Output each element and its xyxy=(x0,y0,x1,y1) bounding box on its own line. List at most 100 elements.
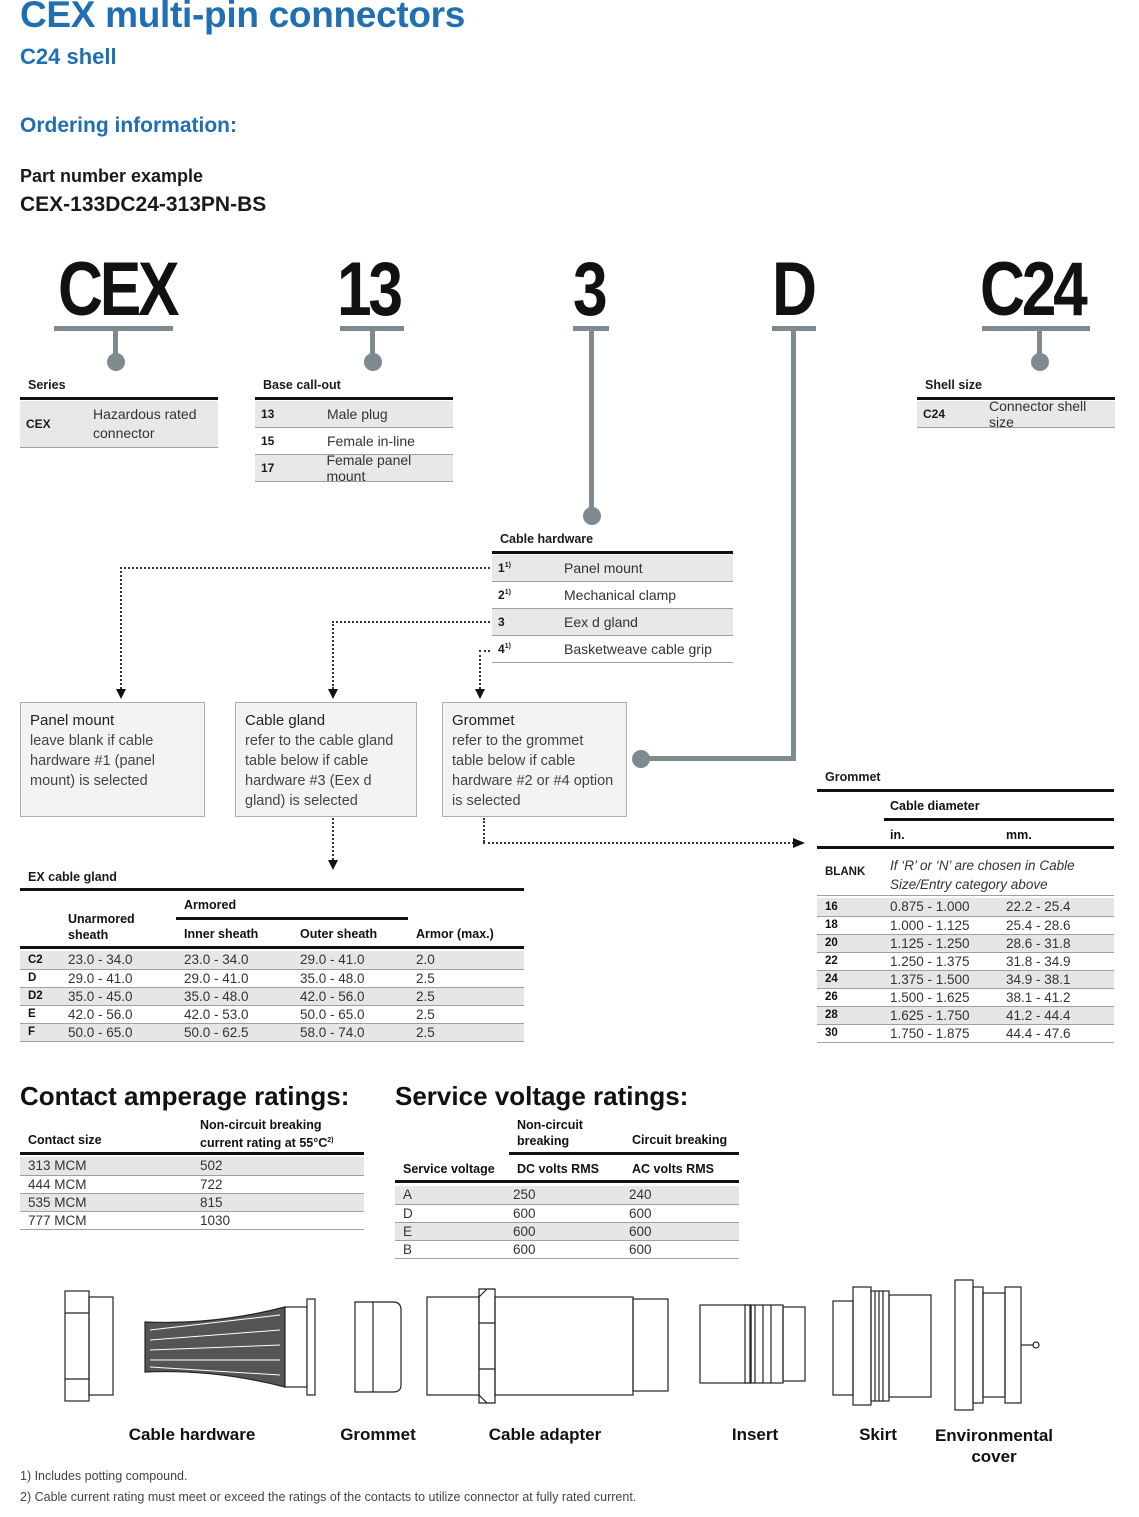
dotted-line-grommet-v xyxy=(479,650,481,689)
grommet-mm: 22.2 - 25.4 xyxy=(1002,898,1114,917)
amperage-value: 815 xyxy=(196,1193,364,1212)
amperage-rule xyxy=(20,1152,364,1155)
series-row-value: Hazardous rated connector xyxy=(93,406,197,441)
part-label-grommet: Grommet xyxy=(340,1425,416,1444)
grommet-key: 16 xyxy=(817,898,886,917)
shell-table-rule xyxy=(917,397,1115,400)
stem-dot-shell xyxy=(1031,353,1049,371)
dotted-line-grommet-table xyxy=(483,842,794,844)
amperage-heading: Contact amperage ratings: xyxy=(20,1081,350,1111)
underline-shell xyxy=(982,326,1090,331)
grommet-in: 1.250 - 1.375 xyxy=(886,952,1002,971)
gland-key: D xyxy=(20,969,64,988)
amperage-value: 722 xyxy=(196,1175,364,1194)
gland-armor: 2.0 xyxy=(412,951,524,970)
gland-header-inner: Inner sheath xyxy=(184,927,259,941)
info-box-cable-gland: Cable gland refer to the cable gland tab… xyxy=(235,702,417,817)
hardware-row-value: Panel mount xyxy=(564,560,643,576)
grommet-mm: 41.2 - 44.4 xyxy=(1002,1006,1114,1025)
stem-hardware xyxy=(589,330,594,510)
grommet-in: 0.875 - 1.000 xyxy=(886,898,1002,917)
hardware-row-value: Eex d gland xyxy=(564,614,638,630)
voltage-header-dc: DC volts RMS xyxy=(517,1162,599,1176)
base-row-value: Female in-line xyxy=(327,433,415,449)
hardware-row-sup: 1) xyxy=(504,562,511,569)
hardware-row-key: 2 xyxy=(498,588,505,602)
amperage-value: 1030 xyxy=(196,1211,364,1230)
amperage-size: 535 MCM xyxy=(20,1193,196,1212)
arrow-right-icon xyxy=(793,838,805,848)
hardware-row-sup: 1) xyxy=(504,589,511,596)
base-row-key: 13 xyxy=(261,407,275,421)
gland-table-rule xyxy=(20,888,524,891)
page-subtitle: C24 shell xyxy=(20,44,117,69)
grommet-in: 1.625 - 1.750 xyxy=(886,1006,1002,1025)
grommet-header-rule xyxy=(884,818,1114,821)
grommet-key: 24 xyxy=(817,970,886,989)
info-box-text: leave blank if cable hardware #1 (panel … xyxy=(30,733,155,789)
amperage-value: 502 xyxy=(196,1157,364,1176)
footnote-2: 2) Cable current rating must meet or exc… xyxy=(20,1490,637,1504)
voltage-header-cb: Circuit breaking xyxy=(632,1133,728,1147)
grommet-mm: 28.6 - 31.8 xyxy=(1002,934,1114,953)
voltage-ac: 600 xyxy=(625,1222,739,1241)
stem-d xyxy=(791,330,796,760)
grommet-mm: 38.1 - 41.2 xyxy=(1002,988,1114,1007)
stem-dot-d xyxy=(632,750,650,768)
grommet-key: 20 xyxy=(817,934,886,953)
grommet-blank-key: BLANK xyxy=(825,866,866,878)
gland-armor: 2.5 xyxy=(412,987,524,1006)
gland-unarmored: 29.0 - 41.0 xyxy=(64,969,180,988)
gland-table-title: EX cable gland xyxy=(28,870,117,884)
insert-icon xyxy=(699,1304,806,1384)
voltage-ac: 600 xyxy=(625,1204,739,1223)
grommet-in: 1.125 - 1.250 xyxy=(886,934,1002,953)
gland-header-rule xyxy=(20,946,524,949)
gland-unarmored: 23.0 - 34.0 xyxy=(64,951,180,970)
grommet-table-rule xyxy=(817,789,1114,792)
voltage-key: D xyxy=(395,1204,509,1223)
gland-inner: 29.0 - 41.0 xyxy=(180,969,296,988)
gland-key: F xyxy=(20,1023,64,1042)
gland-key: E xyxy=(20,1005,64,1024)
dotted-line-gland xyxy=(332,621,490,623)
grommet-blank-text: If ‘R’ or ‘N’ are chosen in Cable Size/E… xyxy=(890,858,1075,892)
connector-parts-illustration xyxy=(64,1279,1040,1411)
amperage-header-size: Contact size xyxy=(28,1133,102,1147)
voltage-ac: 240 xyxy=(625,1186,739,1205)
amperage-size: 777 MCM xyxy=(20,1211,196,1230)
grommet-header-diameter: Cable diameter xyxy=(890,799,980,813)
shell-table-title: Shell size xyxy=(925,378,982,392)
dotted-line-gland-v xyxy=(332,621,334,689)
arrow-down-icon xyxy=(475,689,485,699)
grommet-icon xyxy=(354,1301,402,1393)
voltage-dc: 600 xyxy=(509,1222,625,1241)
stem-dot-base xyxy=(364,353,382,371)
info-box-title: Panel mount xyxy=(30,712,115,729)
grommet-mm: 31.8 - 34.9 xyxy=(1002,952,1114,971)
stem-shell xyxy=(1037,330,1042,356)
underline-base xyxy=(340,326,404,331)
gland-inner: 23.0 - 34.0 xyxy=(180,951,296,970)
info-box-text: refer to the grommet table below if cabl… xyxy=(452,733,614,809)
base-row-value: Female panel mount xyxy=(326,452,412,484)
voltage-dc: 250 xyxy=(509,1186,625,1205)
gland-armor: 2.5 xyxy=(412,1023,524,1042)
dotted-line-grommet xyxy=(479,650,490,652)
